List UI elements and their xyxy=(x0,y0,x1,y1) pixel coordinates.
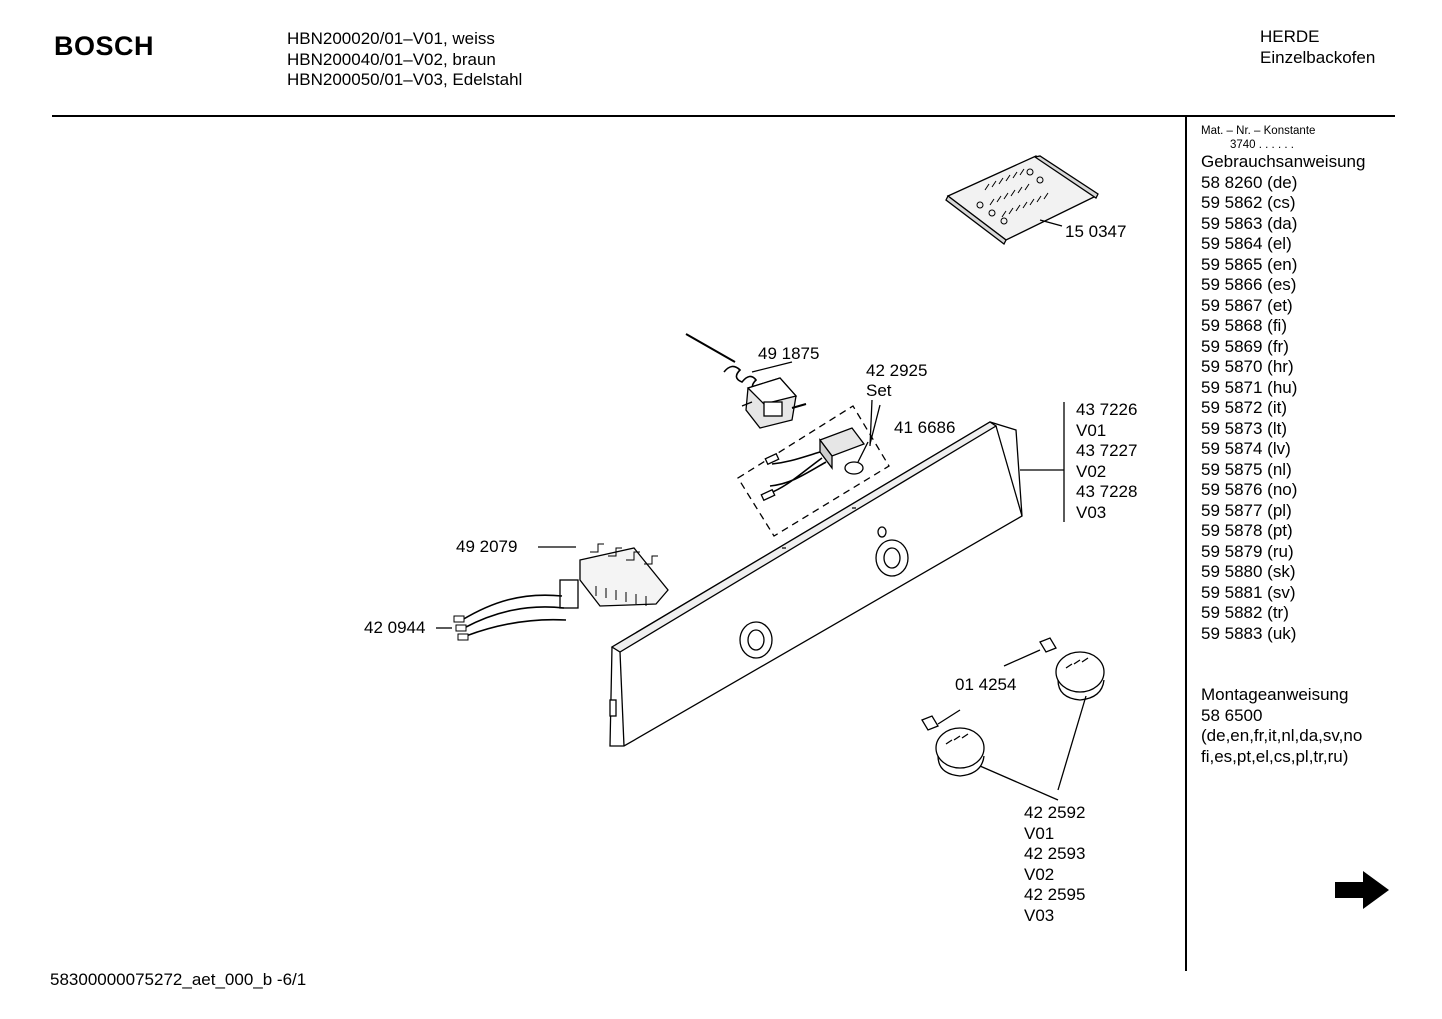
sidebar: Mat. – Nr. – Konstante 3740 . . . . . . … xyxy=(1201,124,1365,767)
brand-logo: BOSCH xyxy=(54,31,155,61)
list-item: 59 5862 (cs) xyxy=(1201,193,1296,212)
list-item: 59 5866 (es) xyxy=(1201,275,1297,294)
list-item: 59 5883 (uk) xyxy=(1201,623,1297,643)
knob-number: 42 2593 xyxy=(1024,844,1086,863)
part-label-knob-insert: 01 4254 xyxy=(955,675,1017,694)
lamp-set-illustration xyxy=(760,427,866,502)
knob-variant: V03 xyxy=(1024,905,1055,925)
list-item: 59 5868 (fi) xyxy=(1201,316,1287,335)
list-item: 59 5869 (fr) xyxy=(1201,336,1289,356)
list-item: 59 5877 (pl) xyxy=(1201,500,1292,520)
panel-number: 43 7226 xyxy=(1076,400,1138,419)
knob-number: 42 2592 xyxy=(1024,803,1086,822)
list-item: 59 5881 (sv) xyxy=(1201,582,1296,602)
part-label-harness: 42 0944 xyxy=(364,618,426,637)
list-item: 59 5875 (nl) xyxy=(1201,459,1292,479)
knob-variant: V01 xyxy=(1024,823,1055,843)
list-item: 59 5878 (pt) xyxy=(1201,521,1293,540)
part-label-connector: 49 2079 xyxy=(456,537,518,556)
list-item: 59 5872 (it) xyxy=(1201,398,1287,417)
model-line: HBN200040/01–V02, braun xyxy=(287,49,496,69)
panel-number: 43 7227 xyxy=(1076,441,1138,460)
model-list: HBN200020/01–V01, weiss HBN200040/01–V02… xyxy=(287,29,522,91)
list-item: 59 5873 (lt) xyxy=(1201,418,1287,438)
header-divider xyxy=(52,115,1395,117)
category-title: HERDE xyxy=(1260,27,1320,46)
manual-title: Gebrauchsanweisung xyxy=(1201,152,1366,171)
panel-number: 43 7228 xyxy=(1076,482,1138,501)
part-label-lamp: 41 6686 xyxy=(894,418,956,437)
list-item: 59 5865 (en) xyxy=(1201,254,1298,274)
part-label-set-number: 42 2925 xyxy=(866,361,928,380)
manual-list: 58 8260 (de) 59 5862 (cs) 59 5863 (da) 5… xyxy=(1201,173,1365,645)
list-item: 59 5874 (lv) xyxy=(1201,439,1291,458)
knob-illustration xyxy=(935,651,1105,777)
part-label-knobs: 42 2592 V01 42 2593 V02 42 2595 V03 xyxy=(1024,803,1085,926)
knob-insert-illustration xyxy=(921,637,1057,731)
list-item: 59 5880 (sk) xyxy=(1201,562,1296,581)
install-languages-cont: fi,es,pt,el,cs,pl,tr,ru) xyxy=(1201,746,1349,766)
control-panel-illustration xyxy=(609,421,1023,747)
part-label-thermostat: 49 1875 xyxy=(758,344,820,363)
install-number: 58 6500 xyxy=(1201,705,1263,725)
panel-variant: V03 xyxy=(1076,502,1107,522)
right-arrow-icon[interactable] xyxy=(1333,868,1391,912)
list-item: 59 5882 (tr) xyxy=(1201,603,1289,622)
connector-block-illustration xyxy=(559,543,669,609)
panel-variant: V01 xyxy=(1076,420,1107,440)
wire-harness-illustration xyxy=(453,594,567,641)
part-label-screws: 15 0347 xyxy=(1065,222,1127,241)
document-code: 58300000075272_aet_000_b -6/1 xyxy=(50,970,307,989)
list-item: 58 8260 (de) xyxy=(1201,172,1298,192)
list-item: 59 5867 (et) xyxy=(1201,295,1293,315)
list-item: 59 5864 (el) xyxy=(1201,234,1292,253)
install-languages: (de,en,fr,it,nl,da,sv,no xyxy=(1201,726,1363,745)
screw-bag-illustration xyxy=(945,155,1099,245)
knob-variant: V02 xyxy=(1024,864,1055,884)
panel-variant: V02 xyxy=(1076,461,1107,481)
list-item: 59 5879 (ru) xyxy=(1201,541,1294,561)
knob-number: 42 2595 xyxy=(1024,885,1086,904)
list-item: 59 5871 (hu) xyxy=(1201,377,1298,397)
list-item: 59 5870 (hr) xyxy=(1201,357,1294,376)
appliance-category: HERDE Einzelbackofen xyxy=(1260,27,1375,68)
model-line: HBN200020/01–V01, weiss xyxy=(287,29,495,48)
part-label-panel: 43 7226 V01 43 7227 V02 43 7228 V03 xyxy=(1076,400,1137,523)
mat-number-value: 3740 . . . . . . xyxy=(1230,139,1294,151)
thermostat-illustration xyxy=(685,333,807,429)
mat-number-label: Mat. – Nr. – Konstante xyxy=(1201,125,1316,137)
install-title: Montageanweisung xyxy=(1201,685,1349,704)
category-subtitle: Einzelbackofen xyxy=(1260,47,1376,67)
part-label-set: Set xyxy=(866,381,892,400)
list-item: 59 5863 (da) xyxy=(1201,213,1298,233)
sidebar-divider xyxy=(1185,117,1187,971)
list-item: 59 5876 (no) xyxy=(1201,480,1298,499)
model-line: HBN200050/01–V03, Edelstahl xyxy=(287,70,523,89)
